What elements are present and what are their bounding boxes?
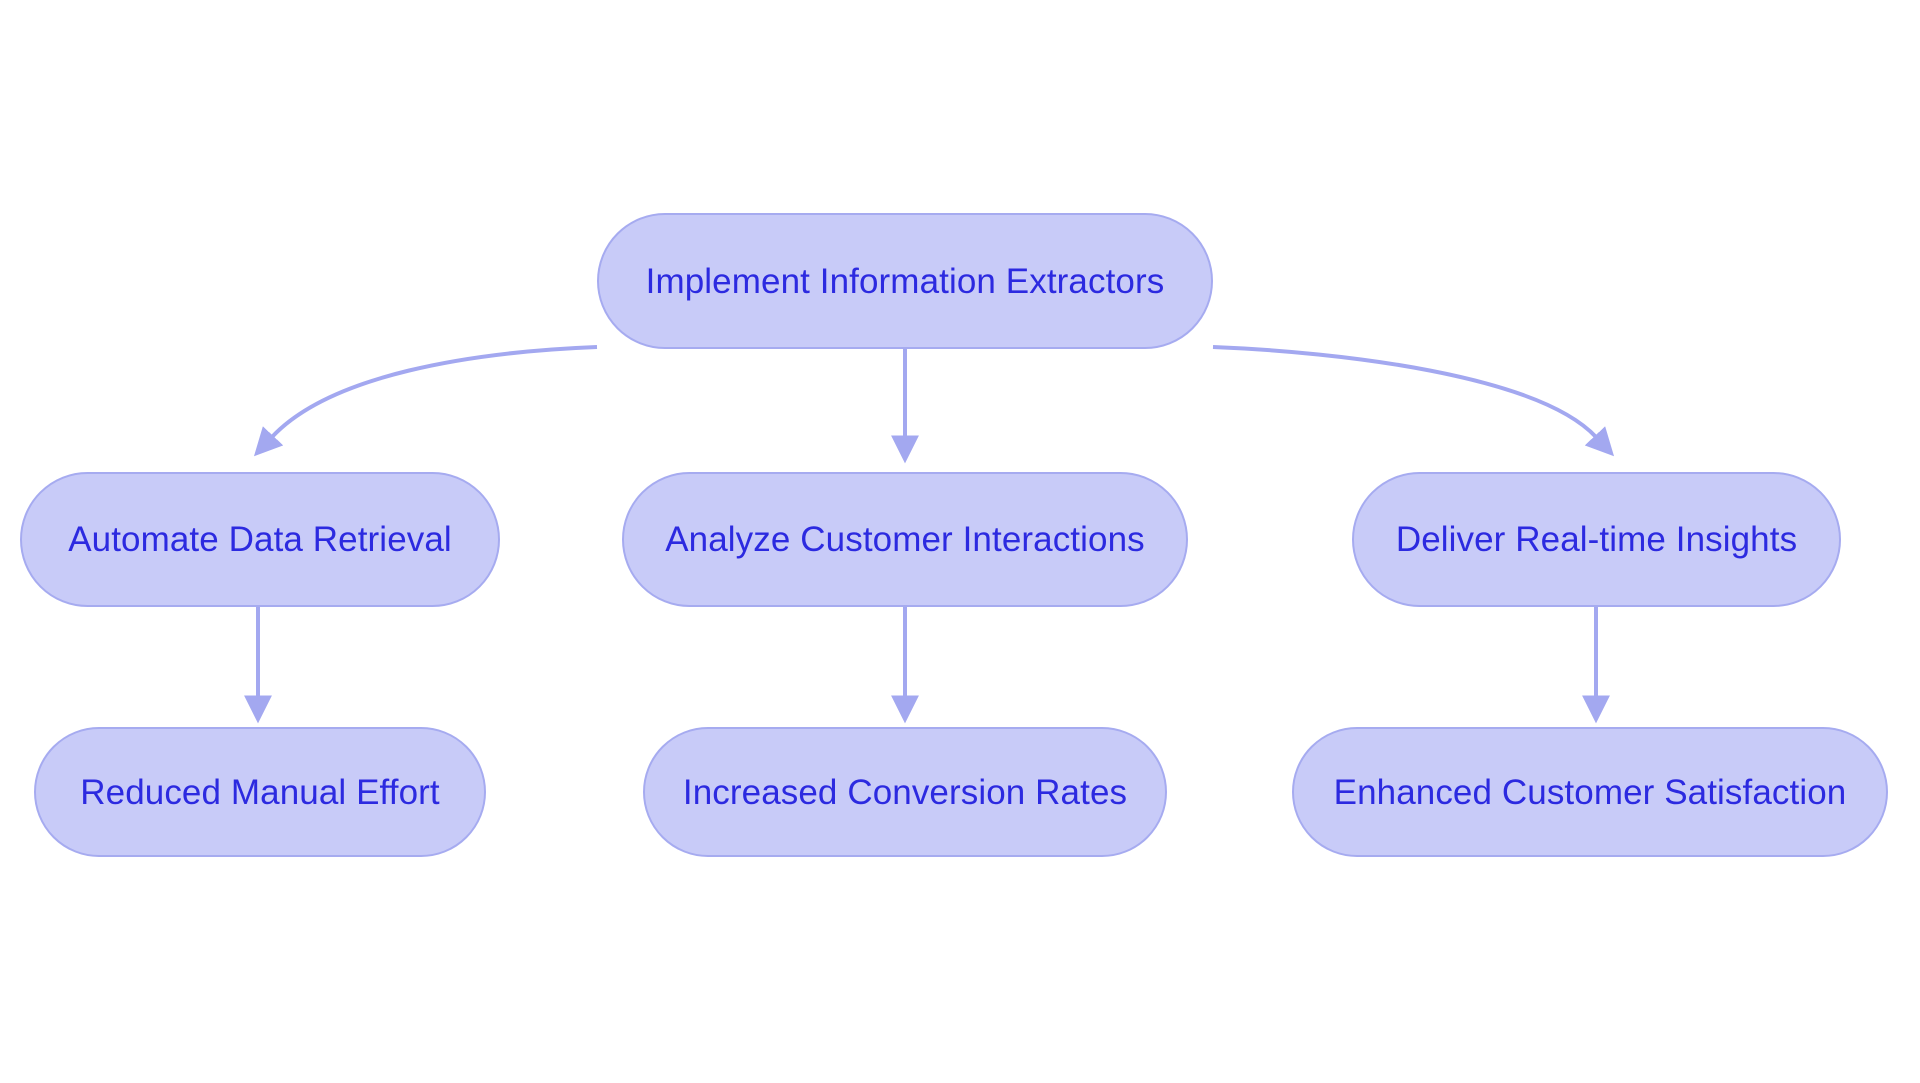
node-deliver-real-time-insights[interactable]: Deliver Real-time Insights [1352, 472, 1841, 607]
node-automate-data-retrieval[interactable]: Automate Data Retrieval [20, 472, 500, 607]
node-label: Analyze Customer Interactions [665, 520, 1145, 559]
node-enhanced-customer-satisfaction[interactable]: Enhanced Customer Satisfaction [1292, 727, 1888, 857]
node-label: Reduced Manual Effort [80, 772, 440, 812]
node-label: Automate Data Retrieval [68, 520, 452, 559]
edge-root-to-automate [253, 345, 598, 457]
node-label: Enhanced Customer Satisfaction [1333, 772, 1847, 812]
node-label: Increased Conversion Rates [682, 772, 1128, 812]
node-implement-information-extractors[interactable]: Implement Information Extractors [597, 213, 1213, 349]
node-increased-conversion-rates[interactable]: Increased Conversion Rates [643, 727, 1167, 857]
node-label: Deliver Real-time Insights [1395, 520, 1798, 559]
node-analyze-customer-interactions[interactable]: Analyze Customer Interactions [622, 472, 1188, 607]
edge-root-to-deliver [1212, 345, 1615, 457]
node-label: Implement Information Extractors [645, 261, 1165, 301]
node-reduced-manual-effort[interactable]: Reduced Manual Effort [34, 727, 486, 857]
